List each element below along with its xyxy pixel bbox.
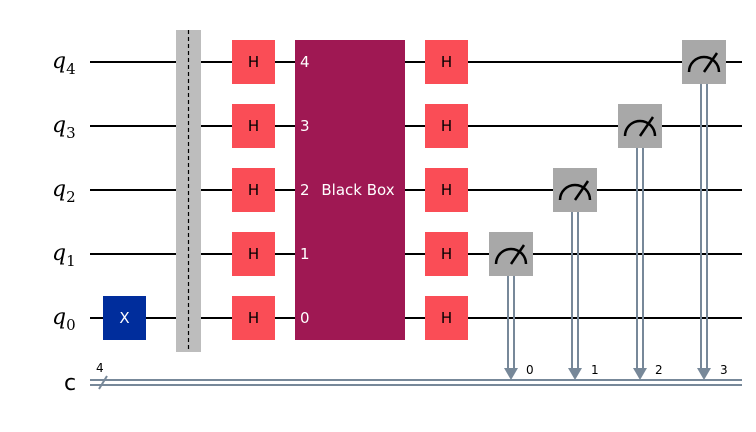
qubit-label-q2: q2 xyxy=(52,177,76,206)
measure-bit-label: 1 xyxy=(591,363,599,377)
pin-label-2: 2 xyxy=(300,181,310,199)
pin-label-0: 0 xyxy=(300,309,310,327)
pin-label-4: 4 xyxy=(300,53,310,71)
meter-icon xyxy=(687,55,721,73)
measure-bit-label: 0 xyxy=(526,363,534,377)
qubit-label-q0: q0 xyxy=(52,305,76,334)
h-gate: H xyxy=(425,232,468,276)
qubit-label-q1: q1 xyxy=(52,241,76,270)
pin-label-1: 1 xyxy=(300,245,310,263)
measure-arrow xyxy=(633,368,647,380)
classical-width-label: 4 xyxy=(96,361,104,375)
svg-text:H: H xyxy=(248,309,259,327)
h-gate: H xyxy=(425,40,468,84)
svg-text:H: H xyxy=(441,181,452,199)
measure-q1: 0 xyxy=(489,232,534,380)
qubit-label-q4: q4 xyxy=(52,49,76,78)
measure-arrow xyxy=(504,368,518,380)
h-gates-second-layer: H H H H H xyxy=(425,40,468,340)
measure-bit-label: 2 xyxy=(655,363,663,377)
measure-arrow xyxy=(697,368,711,380)
h-gate: H xyxy=(232,40,275,84)
h-gate: H xyxy=(425,296,468,340)
svg-text:X: X xyxy=(119,309,129,327)
black-box-label: Black Box xyxy=(321,181,394,199)
meter-icon xyxy=(494,247,528,265)
h-gate: H xyxy=(232,168,275,212)
h-gate: H xyxy=(425,104,468,148)
svg-text:H: H xyxy=(248,181,259,199)
barrier xyxy=(176,30,201,352)
qubit-labels: q4 q3 q2 q1 q0 c 4 xyxy=(52,49,104,396)
x-gate-q0: X xyxy=(103,296,146,340)
svg-text:H: H xyxy=(441,245,452,263)
meter-icon xyxy=(558,183,592,201)
svg-text:H: H xyxy=(441,117,452,135)
black-box-gate: 4 3 2 1 0 Black Box xyxy=(295,40,405,340)
svg-text:H: H xyxy=(441,53,452,71)
classical-label: c xyxy=(64,371,76,396)
measure-q2: 1 xyxy=(553,168,599,380)
meter-icon xyxy=(623,119,657,137)
svg-text:H: H xyxy=(248,53,259,71)
measure-q3: 2 xyxy=(618,104,663,380)
qubit-label-q3: q3 xyxy=(52,113,76,142)
bus-slash xyxy=(98,375,108,390)
h-gates-first-layer: H H H H H xyxy=(232,40,275,340)
measure-q4: 3 xyxy=(682,40,728,380)
h-gate: H xyxy=(232,296,275,340)
svg-text:H: H xyxy=(248,117,259,135)
svg-text:H: H xyxy=(441,309,452,327)
classical-wire xyxy=(90,375,742,390)
pin-label-3: 3 xyxy=(300,117,310,135)
measure-arrow xyxy=(568,368,582,380)
h-gate: H xyxy=(232,232,275,276)
h-gate: H xyxy=(425,168,468,212)
svg-text:H: H xyxy=(248,245,259,263)
h-gate: H xyxy=(232,104,275,148)
measure-bit-label: 3 xyxy=(720,363,728,377)
